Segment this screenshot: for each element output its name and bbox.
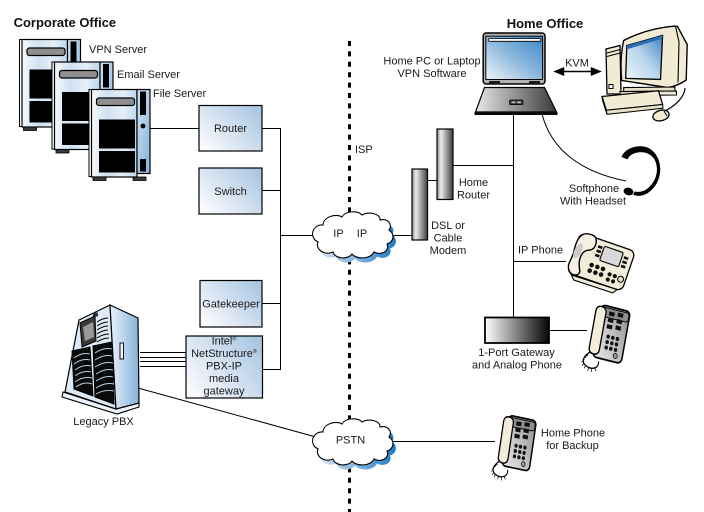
- svg-text:Legacy PBX: Legacy PBX: [73, 416, 134, 428]
- svg-text:IP: IP: [333, 228, 343, 240]
- svg-text:Home: Home: [459, 177, 488, 189]
- svg-text:VPN Software: VPN Software: [397, 68, 466, 80]
- svg-text:Home Office: Home Office: [507, 16, 584, 31]
- svg-text:and Analog Phone: and Analog Phone: [472, 360, 562, 372]
- svg-text:Router: Router: [457, 190, 490, 202]
- svg-text:Home PC or Laptop: Home PC or Laptop: [383, 56, 480, 68]
- svg-text:Switch: Switch: [214, 186, 246, 198]
- svg-text:Modem: Modem: [430, 245, 467, 257]
- svg-text:PBX-IP: PBX-IP: [206, 361, 242, 373]
- svg-text:IP Phone: IP Phone: [518, 245, 563, 257]
- svg-text:Cable: Cable: [434, 233, 463, 245]
- svg-text:IP: IP: [357, 228, 367, 240]
- svg-text:for Backup: for Backup: [546, 440, 599, 452]
- svg-text:NetStructure®: NetStructure®: [191, 348, 257, 360]
- svg-text:Corporate Office: Corporate Office: [14, 15, 117, 30]
- svg-text:Gatekeeper: Gatekeeper: [202, 299, 260, 311]
- svg-text:media: media: [209, 373, 240, 385]
- svg-text:Email Server: Email Server: [117, 69, 180, 81]
- svg-text:Home Phone: Home Phone: [541, 428, 605, 440]
- svg-text:PSTN: PSTN: [336, 435, 365, 447]
- svg-text:gateway: gateway: [204, 386, 245, 398]
- svg-text:ISP: ISP: [355, 144, 373, 156]
- svg-text:With Headset: With Headset: [560, 196, 626, 208]
- svg-text:File Server: File Server: [153, 88, 207, 100]
- svg-text:1-Port Gateway: 1-Port Gateway: [478, 347, 555, 359]
- svg-text:Softphone: Softphone: [569, 183, 619, 195]
- svg-text:DSL or: DSL or: [431, 220, 465, 232]
- svg-text:Router: Router: [214, 123, 247, 135]
- svg-text:KVM: KVM: [565, 58, 589, 70]
- svg-text:Intel®: Intel®: [212, 336, 237, 348]
- svg-text:VPN Server: VPN Server: [89, 44, 147, 56]
